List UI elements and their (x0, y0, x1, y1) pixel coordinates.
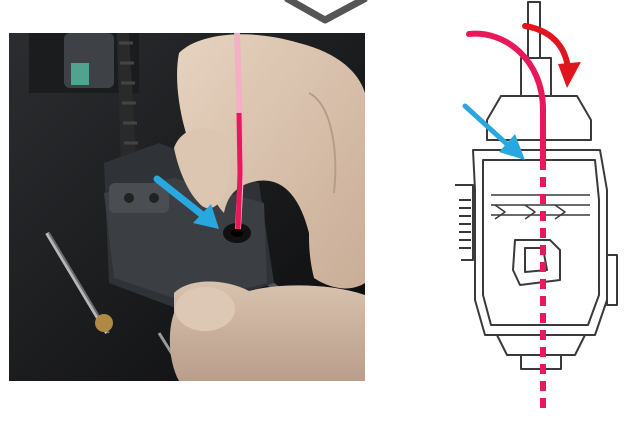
arrow-down-right-icon (153, 175, 219, 229)
filament-path (466, 30, 546, 410)
photo-illustration (9, 33, 365, 381)
print-head-diagram (455, 1, 618, 410)
print-head-outline (455, 1, 618, 370)
filament-insertion-photo (9, 33, 365, 381)
chevron-down-icon (284, 0, 368, 24)
arrow-down-right-icon (462, 103, 525, 160)
curved-arrow-down-icon (522, 23, 581, 88)
